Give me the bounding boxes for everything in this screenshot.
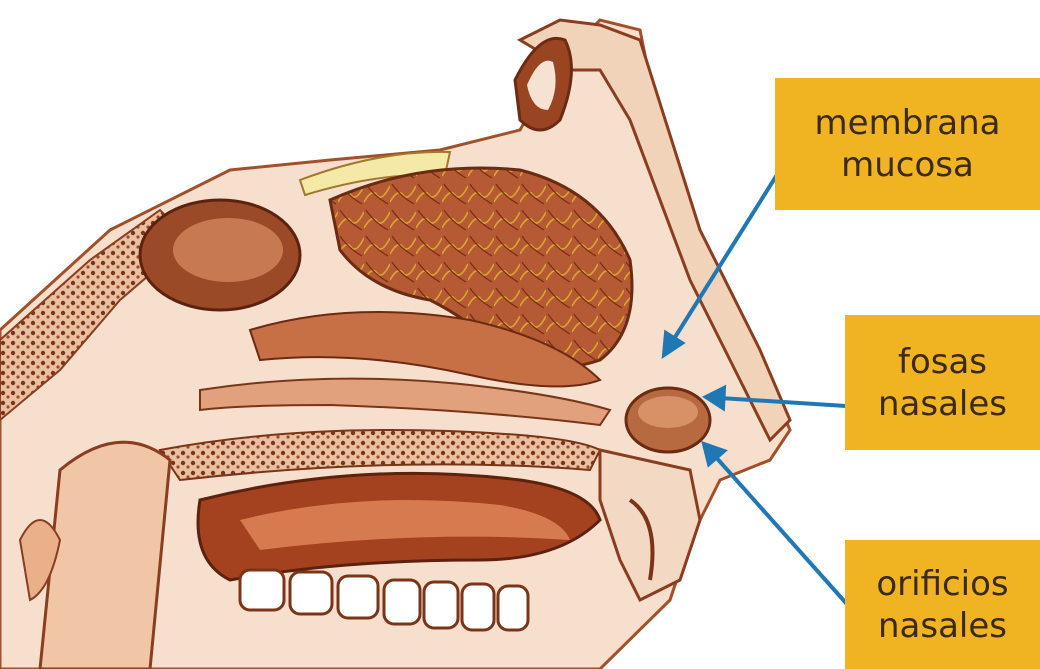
label-membrana-line2: mucosa bbox=[841, 144, 974, 186]
label-membrana-mucosa: membrana mucosa bbox=[775, 78, 1040, 210]
label-fosas-line1: fosas bbox=[898, 341, 987, 383]
label-fosas-line2: nasales bbox=[878, 383, 1007, 425]
arrow-orificios bbox=[714, 455, 854, 612]
label-membrana-line1: membrana bbox=[815, 102, 1001, 144]
label-orificios-nasales: orificios nasales bbox=[845, 540, 1040, 669]
label-fosas-nasales: fosas nasales bbox=[845, 315, 1040, 450]
label-orificios-line2: nasales bbox=[878, 605, 1007, 647]
label-orificios-line1: orificios bbox=[876, 563, 1008, 605]
